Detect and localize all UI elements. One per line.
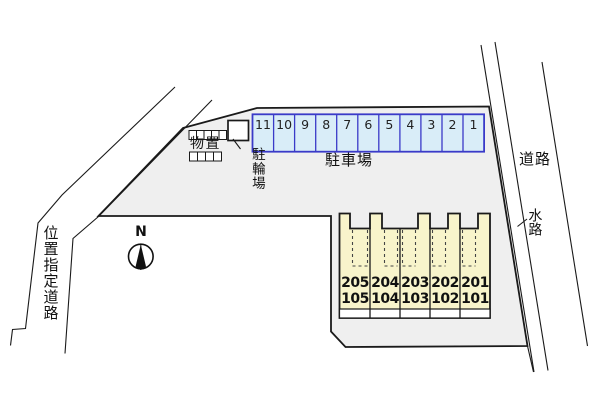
right-road-label: 道路	[519, 150, 552, 168]
parking-space-number: 6	[364, 117, 373, 132]
bicycle-parking-label: 駐輪場	[248, 147, 265, 191]
unit-lower-number: 104	[371, 290, 399, 307]
unit-upper-number: 205	[341, 275, 369, 291]
storage-label: 物置	[190, 136, 221, 152]
unit-dividers	[369, 228, 461, 318]
parking-space-number: 1	[469, 117, 478, 132]
unit-label: 205 105	[340, 275, 370, 307]
compass-north-label: N	[135, 224, 147, 240]
unit-upper-number: 201	[461, 275, 489, 291]
right-road-lines	[480, 41, 589, 373]
parking-space-number: 7	[343, 117, 352, 132]
unit-upper-number: 202	[431, 275, 459, 291]
unit-lower-number: 101	[461, 290, 489, 307]
stairwell-dashes	[351, 230, 477, 267]
left-road-label: 位置指定道路	[41, 225, 60, 321]
balcony-band	[338, 308, 491, 319]
parking-label: 駐車場	[325, 151, 374, 169]
parking-space-number: 10	[276, 117, 293, 132]
unit-upper-number: 203	[401, 275, 429, 291]
storage-sheds	[188, 130, 227, 162]
parking-space-number: 11	[255, 117, 271, 132]
unit-label: 203 103	[400, 275, 430, 307]
unit-label: 204 104	[370, 275, 400, 307]
parking-space-number: 5	[385, 117, 394, 132]
bicycle-tick	[232, 138, 241, 150]
compass-needle-icon	[135, 244, 146, 267]
waterway-tick	[517, 218, 528, 227]
parking-space-number: 2	[448, 117, 457, 132]
unit-label: 201 101	[460, 275, 490, 307]
parking-grid	[251, 113, 486, 153]
unit-lower-number: 105	[341, 290, 369, 307]
waterway-label: 水路	[526, 208, 543, 236]
parking-space-number: 9	[301, 117, 310, 132]
parking-space-number: 4	[406, 117, 415, 132]
unit-upper-number: 204	[371, 275, 399, 291]
compass	[127, 243, 154, 270]
unit-lower-number: 103	[401, 290, 429, 307]
parking-space-number: 3	[427, 117, 436, 132]
left-road-lines	[9, 86, 213, 354]
parking-space-number: 8	[322, 117, 331, 132]
unit-lower-number: 102	[431, 290, 459, 307]
unit-label: 202 102	[430, 275, 460, 307]
bicycle-parking-square	[227, 119, 250, 150]
building-block	[338, 212, 491, 319]
